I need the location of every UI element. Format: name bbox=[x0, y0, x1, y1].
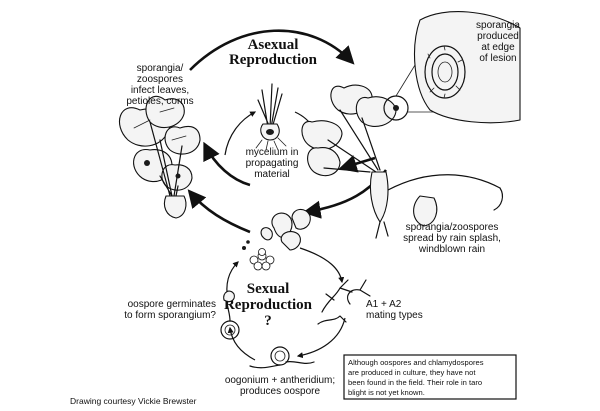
germinate-label-line1: oospore germinates bbox=[128, 299, 216, 310]
oogonium-antheridium bbox=[249, 346, 315, 369]
asexual-title-line2: Reproduction bbox=[229, 52, 318, 68]
note-line2: are produced in culture, they have not bbox=[348, 368, 476, 377]
infection-label-line3: infect leaves, bbox=[131, 85, 189, 96]
rain-splash-label-line1: sporangia/zoospores bbox=[406, 222, 499, 233]
infection-label-line4: petioles, corms bbox=[126, 96, 193, 107]
arrow-infection-to-lesion bbox=[189, 29, 355, 71]
mycelium-label-line1: mycelium in bbox=[246, 147, 299, 158]
infection-label-line2: zoospores bbox=[137, 74, 183, 85]
arrow-corm-to-plant bbox=[187, 189, 251, 234]
sexual-title-line1: Sexual bbox=[247, 281, 290, 297]
sexual-title-question: ? bbox=[264, 313, 272, 329]
oogonium-label-line1: oogonium + antheridium; bbox=[225, 375, 335, 386]
infection-label-line1: sporangia/ bbox=[137, 63, 184, 74]
field-note-box: Although oospores and chlamydospores are… bbox=[343, 354, 517, 400]
asexual-title-line1: Asexual bbox=[248, 37, 299, 53]
mycelium-label-line3: material bbox=[254, 169, 290, 180]
arrow-mating-to-oogonium bbox=[296, 317, 346, 359]
rain-splash-label-line2: spread by rain splash, bbox=[403, 233, 501, 244]
arrow-oospore-to-germinate bbox=[227, 326, 256, 361]
note-line1: Although oospores and chlamydospores bbox=[348, 358, 484, 367]
arrow-spores-to-mating bbox=[299, 247, 345, 284]
lesion-closeup-inset bbox=[414, 11, 521, 124]
edge-lesion-label-line4: of lesion bbox=[479, 53, 516, 64]
mating-types-label-line2: mating types bbox=[366, 310, 423, 321]
edge-lesion-label-line3: at edge bbox=[481, 42, 515, 53]
infected-taro-plant-left bbox=[119, 95, 201, 219]
infected-taro-plant-right bbox=[301, 84, 504, 239]
note-line3: been found in the field. Their role in t… bbox=[348, 378, 482, 387]
drawing-credit: Drawing courtesy Vickie Brewster bbox=[70, 396, 197, 406]
rain-splash-label-line3: windblown rain bbox=[418, 244, 485, 255]
sexual-title-line2: Reproduction bbox=[224, 297, 313, 313]
edge-lesion-label-line1: sporangia bbox=[476, 20, 520, 31]
arrow-lesion-to-new-leaf bbox=[338, 155, 376, 173]
mycelium-label-line2: propagating bbox=[246, 158, 299, 169]
germinating-oospore bbox=[220, 290, 240, 340]
germinate-label-line2: to form sporangium? bbox=[124, 310, 216, 321]
arrow-mycelium-to-plant bbox=[203, 141, 251, 187]
mycelium-propagating-material bbox=[255, 83, 287, 151]
oogonium-label-line2: produces oospore bbox=[240, 386, 320, 397]
mating-types-label-line1: A1 + A2 bbox=[366, 299, 402, 310]
arrow-mycelium-up bbox=[224, 111, 257, 156]
mating-types-hyphae bbox=[317, 279, 371, 325]
note-line4: blight is not yet known. bbox=[348, 388, 425, 397]
sporangia-zoospores-cluster bbox=[242, 208, 311, 271]
edge-lesion-label-line2: produced bbox=[477, 31, 519, 42]
